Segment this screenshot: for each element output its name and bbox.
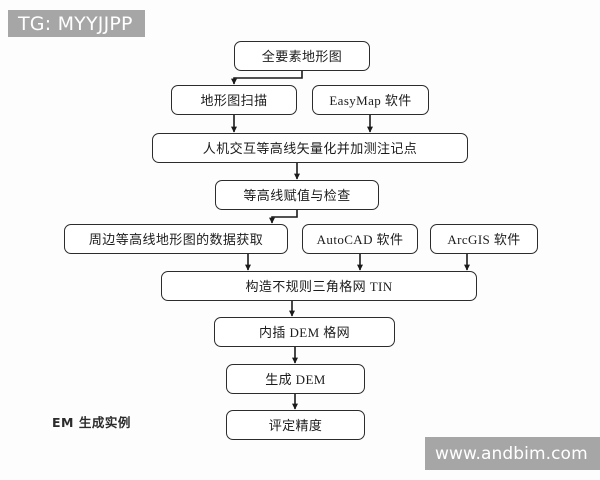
flow-node-n6: 周边等高线地形图的数据获取	[64, 224, 288, 254]
flow-node-n12: 评定精度	[226, 410, 365, 440]
flow-node-label: 人机交互等高线矢量化并加测注记点	[202, 140, 418, 156]
flow-node-label: 评定精度	[268, 417, 323, 433]
flow-node-label: 等高线赋值与检查	[243, 187, 351, 203]
flow-edge-n1-to-n2	[231, 71, 303, 85]
flow-node-n11: 生成 DEM	[226, 364, 365, 394]
figure-caption: EM 生成实例	[52, 415, 131, 430]
flow-node-n8: ArcGIS 软件	[430, 224, 538, 254]
flow-node-n4: 人机交互等高线矢量化并加测注记点	[152, 133, 468, 163]
flow-node-label: 周边等高线地形图的数据获取	[88, 231, 264, 247]
flow-node-label: 生成 DEM	[265, 371, 326, 387]
flow-node-n5: 等高线赋值与检查	[215, 180, 379, 210]
flow-node-label: 地形图扫描	[200, 92, 268, 108]
flow-node-label: 内插 DEM 格网	[259, 324, 350, 340]
flow-node-label: EasyMap 软件	[329, 92, 412, 108]
flow-node-label: AutoCAD 软件	[316, 231, 404, 247]
flow-node-n1: 全要素地形图	[234, 41, 370, 71]
flow-node-n9: 构造不规则三角格网 TIN	[161, 271, 477, 301]
flow-node-label: ArcGIS 软件	[447, 231, 521, 247]
watermark-bottom-right: www.andbim.com	[425, 437, 600, 470]
flow-node-n2: 地形图扫描	[171, 85, 297, 115]
flow-node-n10: 内插 DEM 格网	[214, 317, 395, 347]
flow-edge-n5-to-n6	[269, 210, 298, 224]
flow-node-n3: EasyMap 软件	[312, 85, 429, 115]
flow-node-n7: AutoCAD 软件	[302, 224, 418, 254]
watermark-top-left: TG: MYYJJPP	[8, 10, 145, 37]
flow-node-label: 构造不规则三角格网 TIN	[245, 278, 393, 294]
flow-node-label: 全要素地形图	[261, 48, 343, 64]
